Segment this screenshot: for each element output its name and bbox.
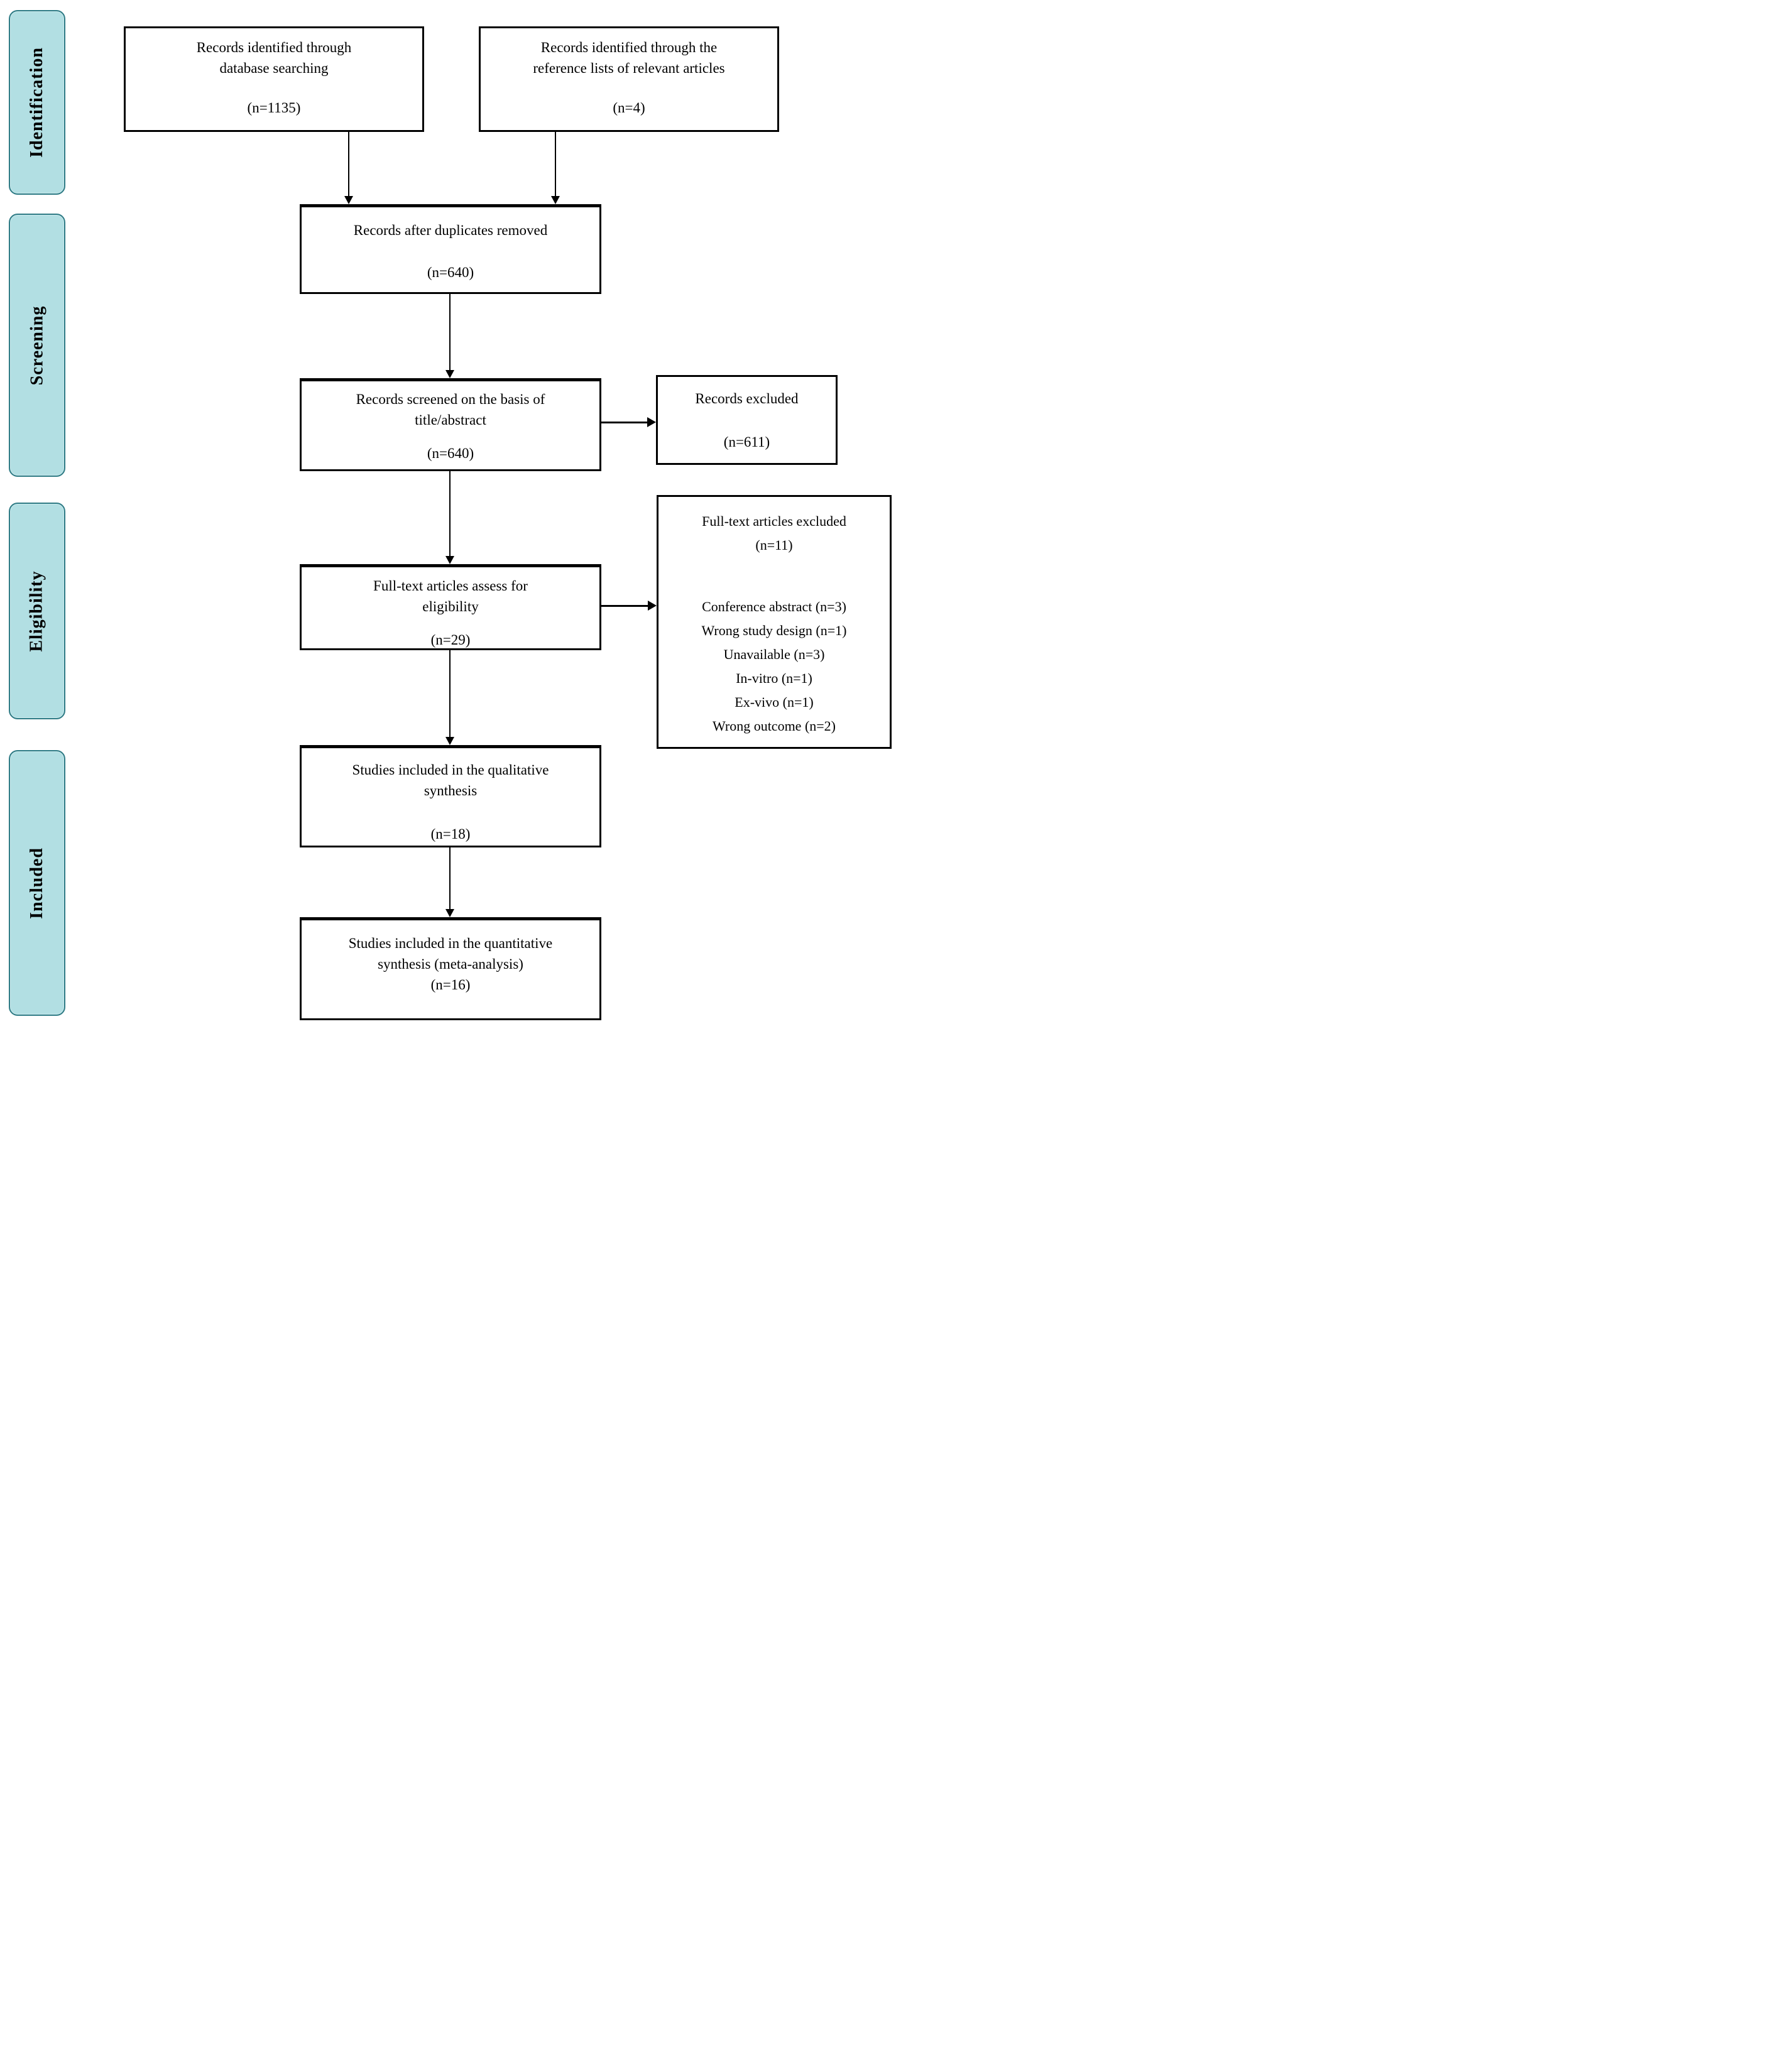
stage-identification: Identification: [9, 10, 65, 195]
box-count: (n=1135): [247, 100, 301, 116]
box-fulltext-assessed: Full-text articles assess for eligibilit…: [300, 564, 601, 650]
exclusion-reason: In-vitro (n=1): [736, 670, 812, 686]
box-title: Records after duplicates removed: [302, 220, 599, 241]
title-line: Studies included in the quantitative: [348, 935, 553, 951]
arrowhead-down-icon: [445, 370, 454, 378]
title-line: synthesis: [423, 783, 478, 798]
box-count: (n=29): [430, 632, 471, 648]
exclusion-reason: Wrong study design (n=1): [701, 623, 847, 638]
title-line: Records excluded: [695, 391, 799, 406]
stage-eligibility-label: Eligibility: [27, 570, 46, 652]
stage-screening-label: Screening: [27, 305, 47, 385]
box-count: (n=4): [613, 100, 645, 116]
arrow-shaft: [348, 132, 349, 197]
arrowhead-right-icon: [648, 601, 657, 611]
title-line: Records identified through the: [540, 40, 718, 55]
title-line: Records screened on the basis of: [356, 391, 545, 407]
title-line: synthesis (meta-analysis): [378, 956, 523, 972]
box-count: (n=16): [430, 977, 471, 993]
box-title: Records identified through the reference…: [481, 37, 777, 79]
stage-included: Included: [9, 750, 65, 1016]
stage-eligibility: Eligibility: [9, 503, 65, 719]
exclusion-reason: Unavailable (n=3): [723, 646, 825, 662]
exclusion-reason: Ex-vivo (n=1): [735, 694, 814, 710]
title-line: title/abstract: [415, 412, 486, 428]
box-records-screened: Records screened on the basis of title/a…: [300, 378, 601, 471]
box-count: (n=640): [427, 264, 474, 280]
arrow-shaft: [449, 650, 451, 738]
title-line: eligibility: [422, 599, 479, 614]
exclusion-reason: Wrong outcome (n=2): [712, 718, 836, 734]
arrow-shaft: [449, 847, 451, 910]
prisma-flow-diagram: Identification Screening Eligibility Inc…: [0, 0, 896, 1026]
box-quantitative-synthesis: Studies included in the quantitative syn…: [300, 917, 601, 1020]
box-count: (n=611): [723, 434, 770, 450]
arrow-references-to-duplicates: [551, 132, 560, 204]
stage-included-label: Included: [27, 847, 47, 919]
box-title: Records excluded: [658, 388, 836, 409]
arrow-fulltext-to-excluded: [601, 601, 657, 611]
exclusion-reason: Conference abstract (n=3): [702, 599, 846, 614]
arrowhead-right-icon: [647, 417, 656, 427]
box-after-duplicates-removed: Records after duplicates removed (n=640): [300, 204, 601, 294]
arrowhead-down-icon: [551, 196, 560, 204]
title-line: reference lists of relevant articles: [533, 60, 725, 76]
box-title: Records screened on the basis of title/a…: [302, 389, 599, 430]
title-line: database searching: [219, 60, 329, 76]
box-count: (n=18): [430, 826, 471, 842]
arrowhead-down-icon: [344, 196, 353, 204]
box-title: Studies included in the quantitative syn…: [302, 933, 599, 995]
box-title: Full-text articles excluded: [702, 513, 846, 529]
arrow-fulltext-to-qualitative: [445, 650, 454, 745]
box-records-identified-references: Records identified through the reference…: [479, 26, 779, 132]
arrow-shaft: [449, 294, 451, 371]
box-records-excluded: Records excluded (n=611): [656, 375, 838, 465]
arrowhead-down-icon: [445, 556, 454, 564]
box-qualitative-synthesis: Studies included in the qualitative synt…: [300, 745, 601, 847]
box-count: (n=640): [427, 445, 474, 461]
title-line: Studies included in the qualitative: [352, 762, 549, 778]
arrowhead-down-icon: [445, 909, 454, 917]
arrow-shaft: [555, 132, 556, 197]
exclusion-reason-list: Conference abstract (n=3) Wrong study de…: [658, 595, 890, 738]
arrowhead-down-icon: [445, 737, 454, 745]
arrow-shaft: [601, 605, 648, 607]
arrow-shaft: [449, 471, 451, 557]
title-line: Records identified through: [196, 40, 352, 55]
box-title: Records identified through database sear…: [126, 37, 422, 79]
box-title: Full-text articles assess for eligibilit…: [302, 575, 599, 617]
box-records-identified-database: Records identified through database sear…: [124, 26, 424, 132]
stage-screening: Screening: [9, 214, 65, 477]
stage-identification-label: Identification: [27, 47, 46, 158]
title-line: Full-text articles assess for: [373, 578, 528, 594]
arrow-database-to-duplicates: [344, 132, 353, 204]
arrow-qualitative-to-quantitative: [445, 847, 454, 917]
arrow-screened-to-excluded: [601, 417, 656, 427]
arrow-screened-to-fulltext: [445, 471, 454, 564]
box-title: Studies included in the qualitative synt…: [302, 760, 599, 801]
arrow-shaft: [601, 422, 647, 423]
title-line: Records after duplicates removed: [353, 222, 548, 238]
box-fulltext-excluded: Full-text articles excluded (n=11) Confe…: [657, 495, 892, 749]
box-count: (n=11): [755, 537, 793, 553]
arrow-duplicates-to-screened: [445, 294, 454, 378]
